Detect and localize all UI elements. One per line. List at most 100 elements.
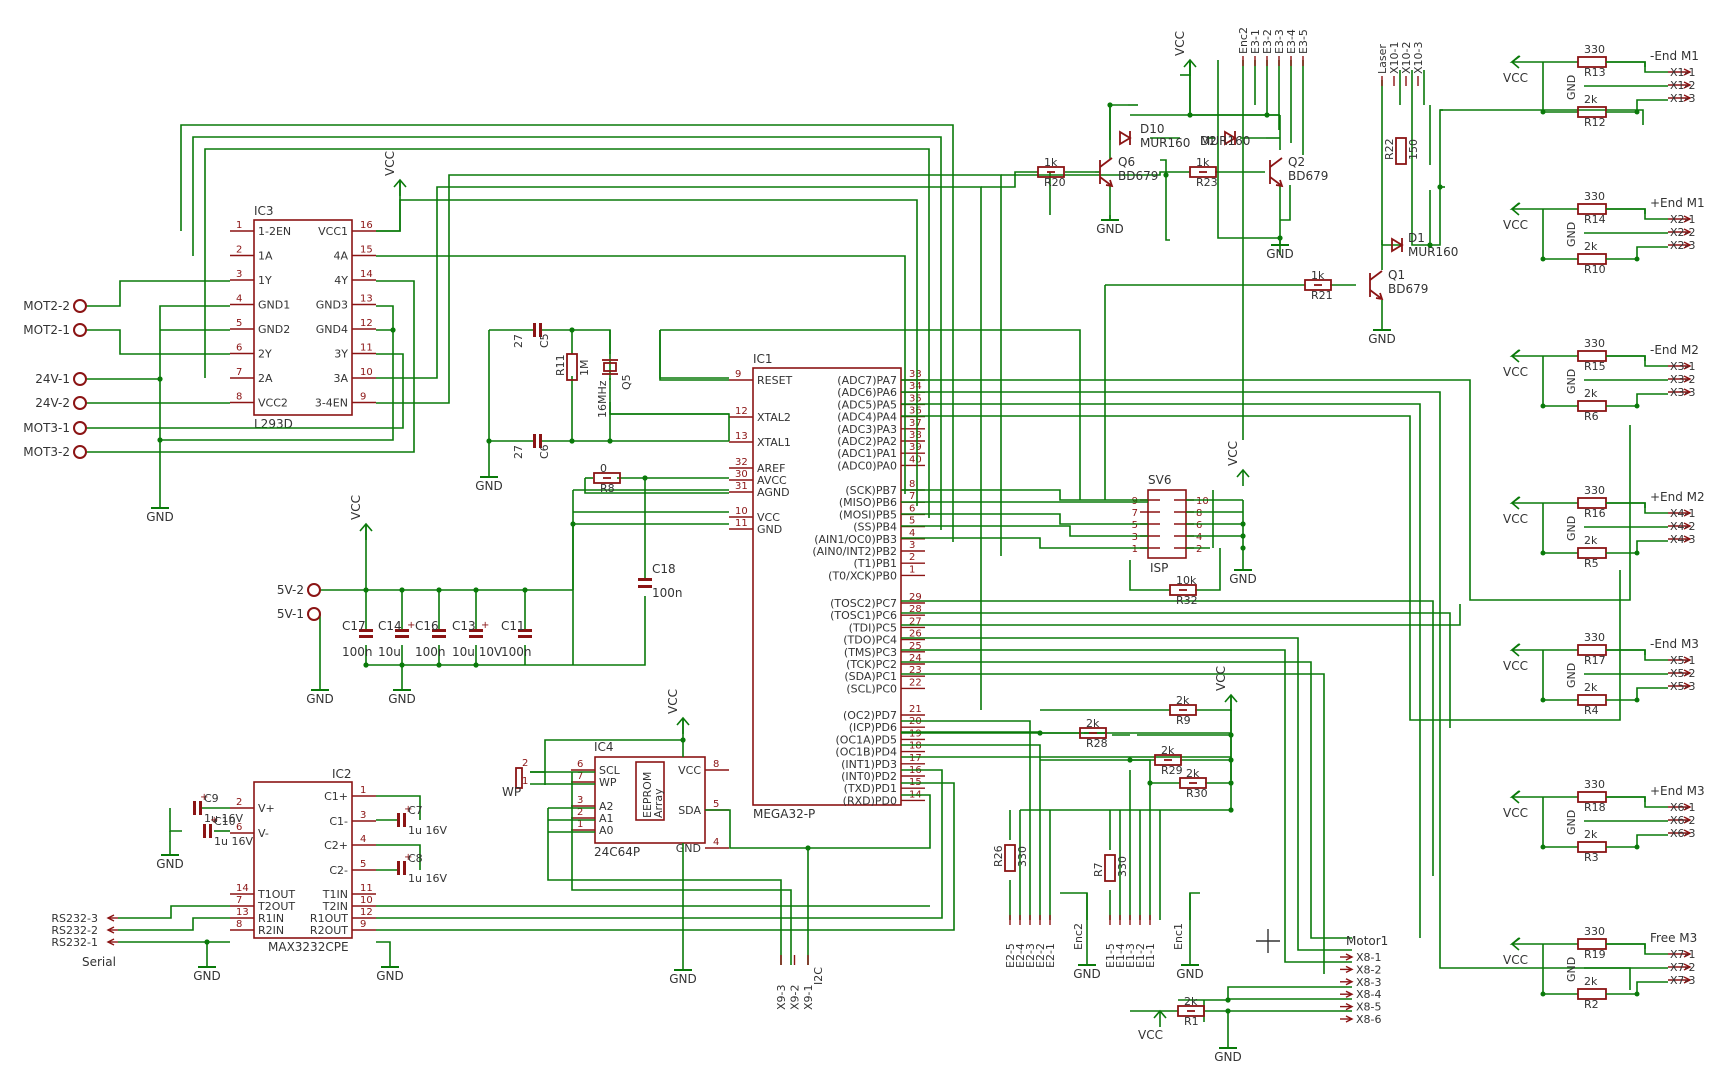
ic3-pin-label: 2Y: [258, 348, 272, 361]
enc1-pin-label: E1-1: [1144, 943, 1157, 968]
enc2-pin-label: E2-4: [1014, 943, 1027, 968]
isp-pin-num: 8: [1196, 508, 1202, 519]
ic2-pin-num: 6: [236, 822, 242, 833]
junction: [1163, 172, 1169, 178]
cursor-cross: [1256, 929, 1280, 953]
ic2-pin-num: 7: [236, 895, 242, 906]
ic3-pin-num: 12: [360, 318, 373, 329]
ic1-pin-label: AGND: [757, 486, 790, 499]
ic3-pin-label: 1-2EN: [258, 225, 291, 238]
terminal-mot2-2: [73, 299, 87, 313]
res-value: 330: [1116, 856, 1129, 877]
res-name: R29: [1161, 764, 1183, 777]
res-name: R15: [1584, 360, 1606, 373]
i2c-caption: I2C: [812, 967, 825, 985]
res-name: R30: [1186, 787, 1208, 800]
ic1-pin-label: AVCC: [757, 474, 787, 487]
endstop-pin-label: X5-2: [1670, 667, 1696, 680]
cap-value: 27: [512, 334, 525, 348]
res-name: R1: [1184, 1015, 1199, 1028]
endstop-pin-label: X4-1: [1670, 507, 1696, 520]
ic1-pin-label: (INT1)PD3: [841, 758, 897, 771]
res-value: 10k: [1176, 574, 1197, 587]
ic1-pin-num: 34: [909, 381, 922, 392]
ic4-pin-num: 8: [713, 759, 719, 770]
vcc-label: VCC: [1503, 365, 1528, 379]
diode-name: D10: [1140, 122, 1165, 136]
endstop-pin-label: X2-1: [1670, 213, 1696, 226]
vcc-label: VCC: [1503, 218, 1528, 232]
junction: [570, 521, 576, 527]
vcc-label: VCC: [666, 689, 680, 714]
ic2-pin-label: R2OUT: [310, 924, 348, 937]
ic1-pin-label: (T0/XCK)PB0: [828, 569, 897, 582]
gnd-label: GND: [156, 857, 184, 871]
ic2-pin-num: 4: [360, 834, 366, 845]
junction: [569, 438, 575, 444]
jumper-pin: 2: [522, 758, 528, 769]
diode-value: MUR160: [1200, 134, 1250, 148]
ic1-pin-label: (SS)PB4: [853, 521, 897, 534]
enc1-pin-label: E1-4: [1114, 943, 1127, 968]
endstop-pin-label: X5-3: [1670, 680, 1696, 693]
ic4-pin-label: SCL: [599, 764, 621, 777]
gnd-label: GND: [1565, 663, 1578, 688]
ic3-pin-num: 3: [236, 269, 242, 280]
gnd-label: GND: [1214, 1050, 1242, 1064]
ic3-pin-label: 2A: [258, 372, 273, 385]
res-name: R32: [1176, 594, 1198, 607]
ic1-pin-num: 3: [909, 540, 915, 551]
endstop-title: -End M2: [1650, 343, 1699, 357]
ic3-name: IC3: [254, 204, 274, 218]
ic2-pin-label: R2IN: [258, 924, 284, 937]
res-value: 2k: [1584, 975, 1598, 988]
ic4-pin-num: 4: [713, 837, 719, 848]
junction: [1187, 112, 1193, 118]
endstop-pin-label: X6-2: [1670, 814, 1696, 827]
ic4-pin-num: 1: [577, 819, 583, 830]
ic1-pin-num: 7: [909, 491, 915, 502]
res-name: R3: [1584, 851, 1599, 864]
enc3-pin-label: E3-2: [1261, 29, 1274, 54]
terminal-5v-1: [307, 607, 321, 621]
ic3-pin-num: 2: [236, 245, 242, 256]
gnd-label: GND: [1565, 516, 1578, 541]
cap-value: 27: [512, 445, 525, 459]
terminal-label: MOT3-1: [23, 421, 70, 435]
transistor-value: BD679: [1388, 282, 1428, 296]
ic1-pin-label: XTAL1: [757, 436, 791, 449]
ic1-pin-num: 6: [909, 503, 915, 514]
gnd-label: GND: [1565, 222, 1578, 247]
terminal-mot3-1: [73, 421, 87, 435]
ic3-pin-num: 8: [236, 392, 242, 403]
cap-value: 1u 16V: [408, 824, 447, 837]
enc3-pin-label: E3-5: [1297, 29, 1310, 54]
ic2-pin-num: 13: [236, 907, 249, 918]
ic1-pin-num: 23: [909, 665, 922, 676]
ic4-pin-num: 3: [577, 795, 583, 806]
ic2-pin-label: T2OUT: [257, 900, 295, 913]
gnd-label: GND: [1266, 247, 1294, 261]
ic2-pin-label: T1IN: [322, 888, 348, 901]
junction: [157, 376, 163, 382]
gnd-symbol: GND: [1266, 244, 1294, 261]
gnd-label: GND: [1565, 75, 1578, 100]
gnd-label: GND: [669, 972, 697, 986]
ic1-pin-label: (ADC2)PA2: [837, 435, 897, 448]
res-name: R23: [1196, 176, 1218, 189]
gnd-label: GND: [475, 479, 503, 493]
isp-name: SV6: [1148, 473, 1171, 487]
ic1-pin-label: (TMS)PC3: [844, 646, 897, 659]
ic3-pin-label: 3Y: [334, 348, 348, 361]
